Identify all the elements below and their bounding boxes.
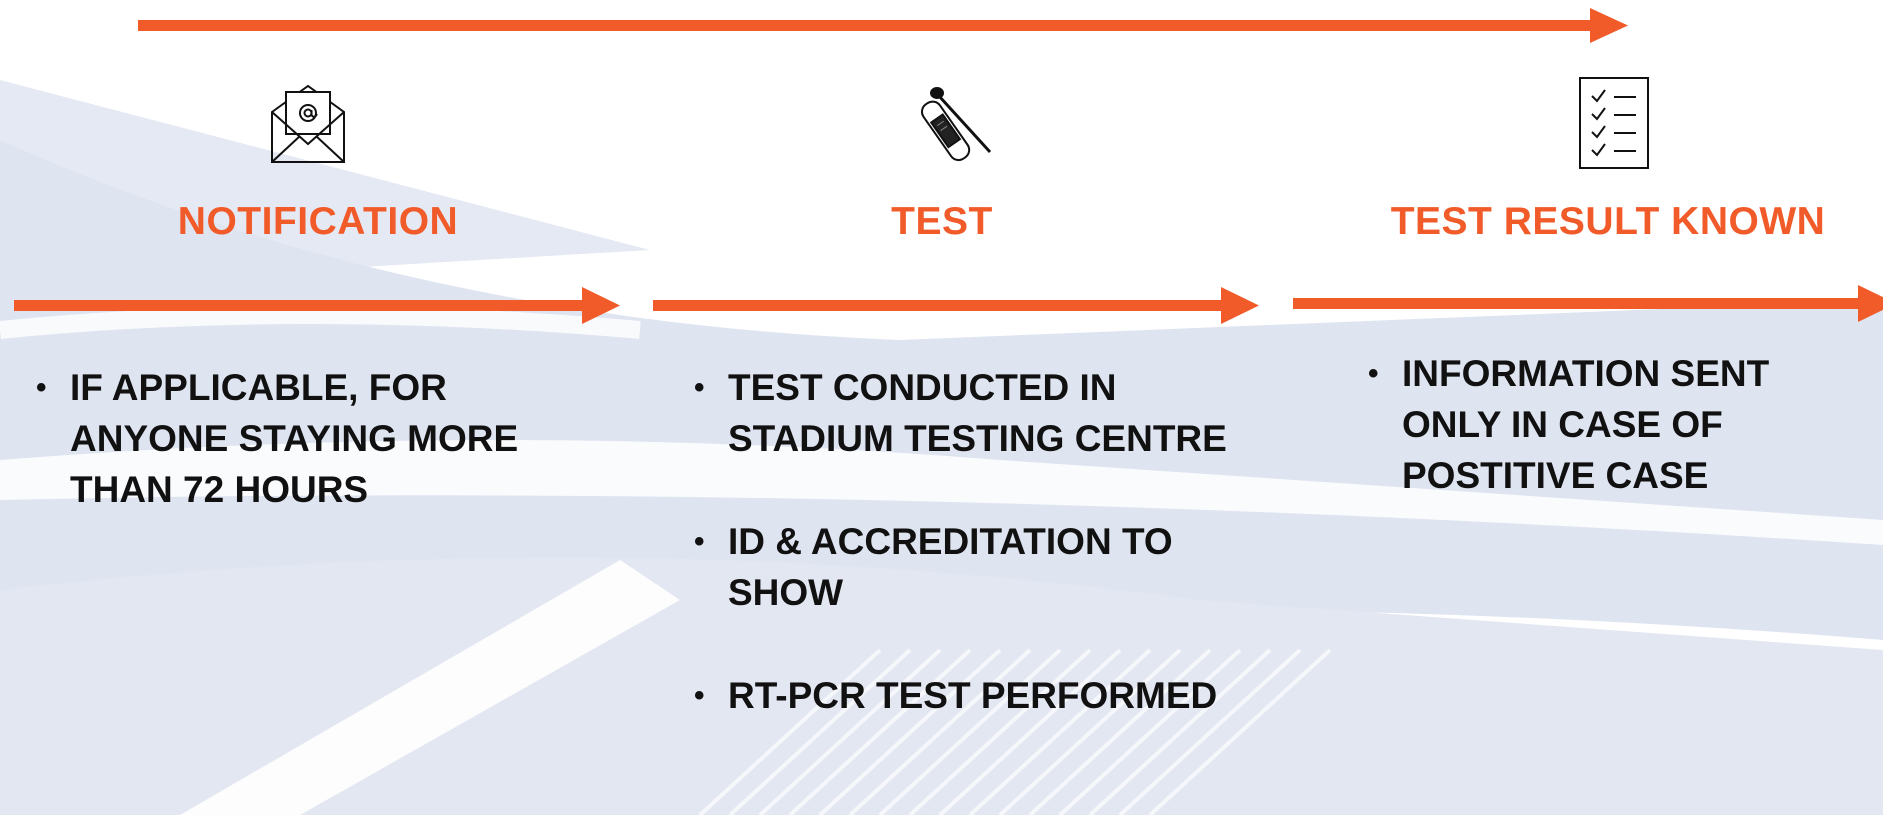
step-arrow-result xyxy=(1293,285,1883,322)
step-title: TEST RESULT KNOWN xyxy=(1390,200,1826,243)
bullet-list: IF APPLICABLE, FOR ANYONE STAYING MORE T… xyxy=(36,362,576,567)
bullet-item: TEST CONDUCTED IN STADIUM TESTING CENTRE xyxy=(694,362,1254,464)
bullet-item: RT-PCR TEST PERFORMED xyxy=(694,670,1254,721)
timeline-arrow xyxy=(138,8,1628,43)
email-envelope-icon xyxy=(271,84,345,163)
step-arrow-test xyxy=(653,287,1259,324)
step-title: NOTIFICATION xyxy=(177,200,459,243)
bullet-list: TEST CONDUCTED IN STADIUM TESTING CENTRE… xyxy=(694,362,1254,773)
bullet-item: ID & ACCREDITATION TO SHOW xyxy=(694,516,1254,618)
step-title: TEST xyxy=(891,200,993,243)
bullet-item: IF APPLICABLE, FOR ANYONE STAYING MORE T… xyxy=(36,362,576,515)
step-arrow-notification xyxy=(14,287,620,324)
bullet-list: INFORMATION SENT ONLY IN CASE OF POSTITI… xyxy=(1368,348,1838,553)
swab-test-tube-icon xyxy=(920,87,992,162)
bullet-item: INFORMATION SENT ONLY IN CASE OF POSTITI… xyxy=(1368,348,1838,501)
checklist-icon xyxy=(1579,77,1649,169)
